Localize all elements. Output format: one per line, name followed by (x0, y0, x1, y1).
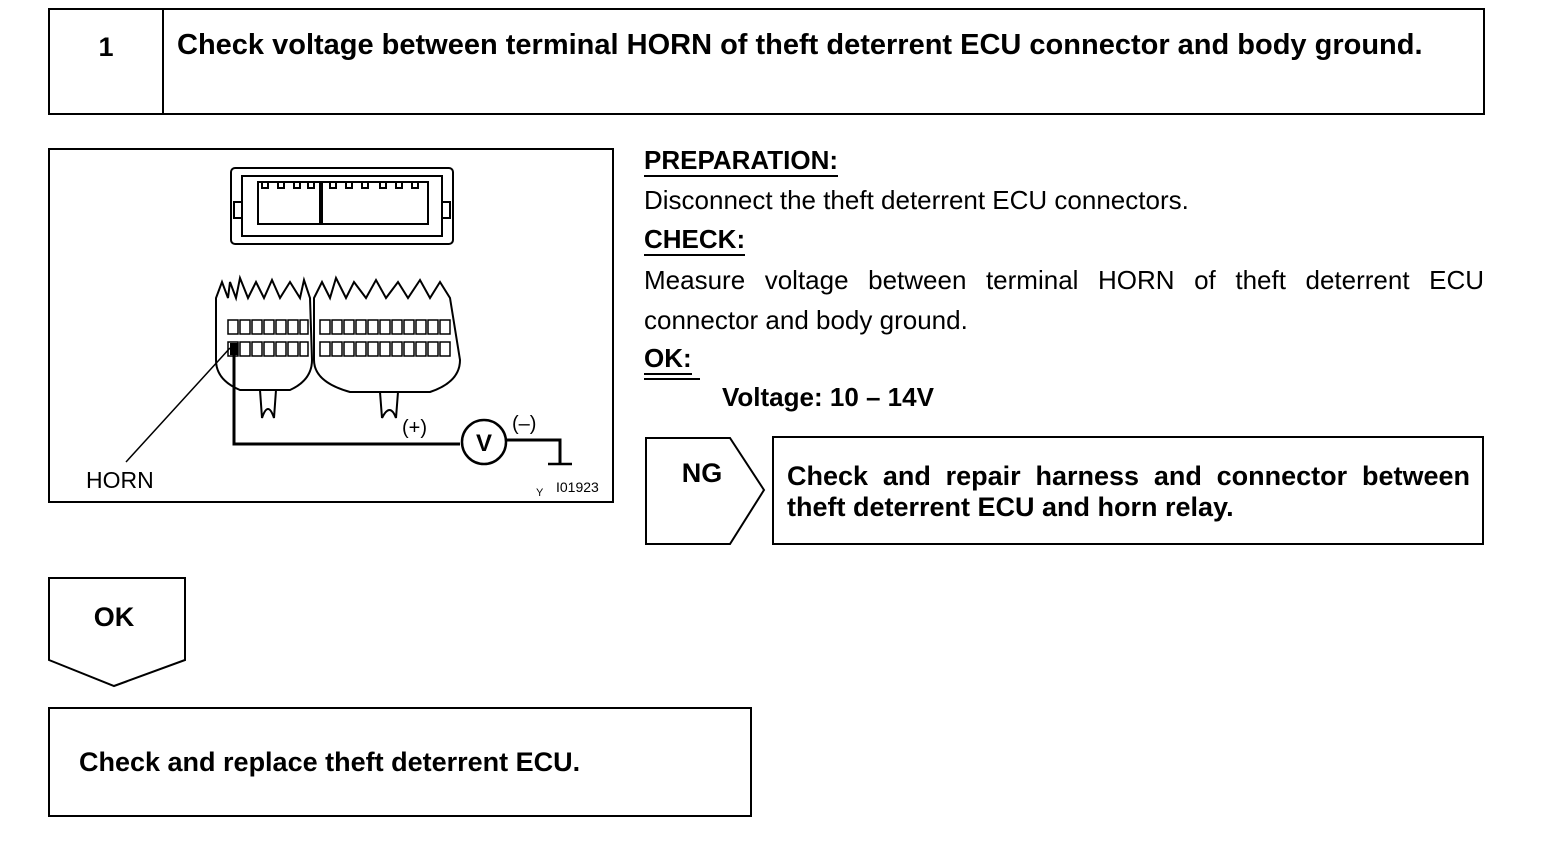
connector-cavity-left (257, 181, 321, 225)
check-heading-row: CHECK: (644, 224, 1484, 256)
ng-action-box: Check and repair harness and connector b… (772, 436, 1484, 545)
preparation-heading: PREPARATION: (644, 145, 839, 177)
preparation-heading-row: PREPARATION: (644, 145, 1484, 177)
preparation-text: Disconnect the theft deterrent ECU conne… (644, 185, 1189, 215)
check-heading: CHECK: (644, 224, 746, 256)
positive-label: (+) (402, 417, 427, 439)
ng-arrow (645, 437, 766, 545)
right-wire-bundle (379, 391, 399, 419)
horn-label: HORN (86, 467, 154, 493)
ok-spec-heading: OK: (644, 343, 692, 375)
negative-label: (–) (512, 413, 536, 435)
horn-terminal-marker (230, 343, 238, 355)
corner-mark: Y (536, 487, 544, 499)
ok-action-box: Check and replace theft deterrent ECU. (48, 707, 752, 817)
connector-diagram-drawing: V (+) (–) HORN Y I01923 (86, 167, 599, 499)
ok-label: OK (93, 602, 135, 632)
step-number: 1 (98, 32, 114, 62)
ng-label: NG (681, 458, 723, 488)
right-terminal-grid (319, 319, 451, 357)
check-text: Measure voltage between terminal HORN of… (644, 265, 1484, 335)
positive-lead (232, 350, 460, 446)
negative-lead (506, 438, 562, 464)
step-title: Check voltage between terminal HORN of t… (177, 29, 1423, 61)
connector-cavity-right (321, 181, 429, 225)
voltage-spec: Voltage: 10 – 14V (722, 382, 934, 412)
ok-action-text: Check and replace theft deterrent ECU. (79, 747, 581, 777)
left-terminal-grid (227, 319, 309, 357)
voltmeter-icon (460, 418, 508, 466)
left-connector-body (215, 274, 314, 391)
left-wire-bundle (259, 389, 277, 419)
step-divider (162, 10, 164, 113)
ng-action-text: Check and repair harness and connector b… (787, 461, 1470, 522)
step-header: 1 Check voltage between terminal HORN of… (48, 8, 1485, 115)
connector-face-outline (230, 167, 454, 245)
connector-diagram: V (+) (–) HORN Y I01923 (48, 148, 614, 503)
horn-leader-line (125, 347, 231, 463)
voltmeter-label: V (476, 430, 492, 457)
ok-spec-heading-row: OK: (644, 343, 1484, 375)
ok-spec-underline (644, 378, 700, 380)
ok-arrow (48, 577, 186, 688)
figure-code: I01923 (556, 479, 599, 495)
right-connector-body (313, 275, 462, 393)
